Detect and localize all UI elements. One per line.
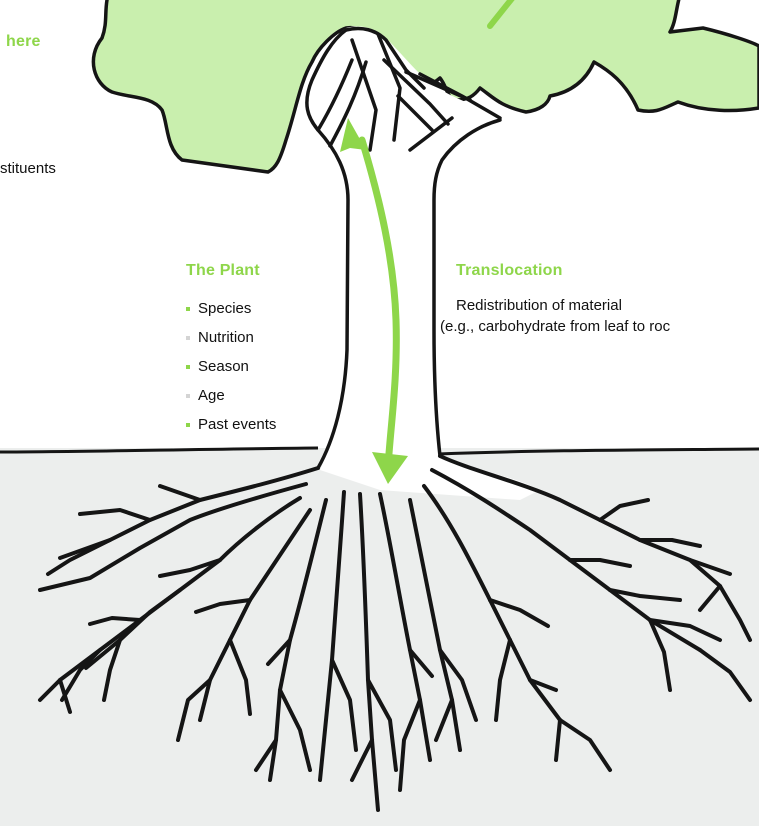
plant-factor-label: Past events [198, 416, 276, 433]
plant-factor-list: Species Nutrition Season Age Past events [186, 298, 276, 443]
translocation-heading: Translocation [456, 262, 563, 280]
plant-heading: The Plant [186, 262, 260, 280]
translocation-line-1: Redistribution of material [456, 297, 622, 314]
plant-factor-item: Age [186, 385, 276, 414]
constituents-text-fragment: stituents [0, 160, 56, 177]
bullet-icon [186, 307, 190, 311]
atmosphere-heading-fragment: here [6, 33, 41, 51]
translocation-line-2: (e.g., carbohydrate from leaf to roc [440, 318, 670, 335]
bullet-icon [186, 394, 190, 398]
trunk-right-edge [434, 120, 500, 456]
soil-area [0, 448, 759, 826]
plant-factor-item: Nutrition [186, 327, 276, 356]
bullet-icon [186, 336, 190, 340]
bullet-icon [186, 423, 190, 427]
plant-factor-item: Species [186, 298, 276, 327]
plant-factor-item: Past events [186, 414, 276, 443]
plant-factor-item: Season [186, 356, 276, 385]
plant-factor-label: Species [198, 300, 251, 317]
bullet-icon [186, 365, 190, 369]
plant-factor-label: Nutrition [198, 329, 254, 346]
plant-factor-label: Season [198, 358, 249, 375]
plant-factor-label: Age [198, 387, 225, 404]
